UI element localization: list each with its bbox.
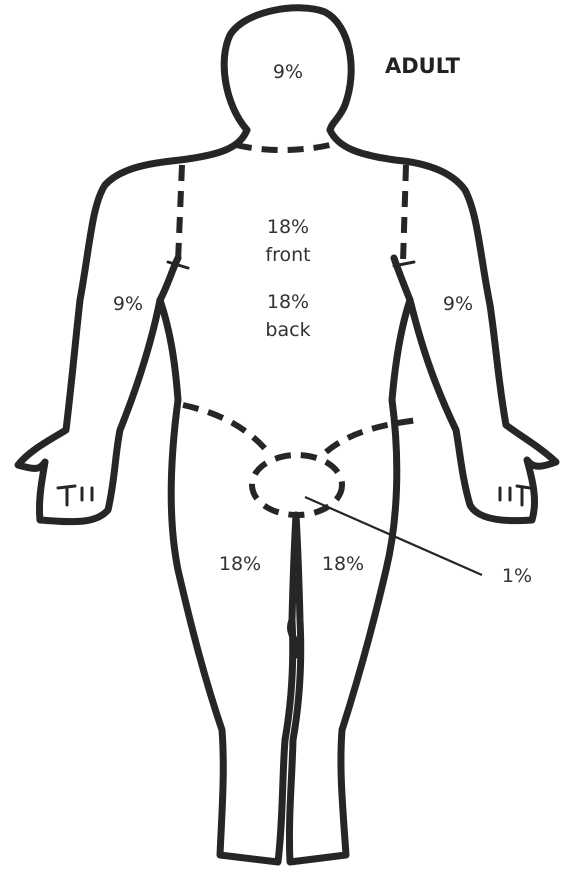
neck-divider bbox=[236, 143, 338, 150]
diagram-title: ADULT bbox=[385, 54, 461, 78]
right-shoulder-divider bbox=[403, 165, 406, 262]
label-left-arm: 9% bbox=[113, 293, 143, 315]
body-outline bbox=[18, 8, 556, 862]
label-right-leg: 18% bbox=[322, 553, 364, 575]
right-side-outline bbox=[289, 130, 556, 862]
left-groin-divider bbox=[183, 405, 268, 452]
label-trunk-back-value: 18% bbox=[267, 291, 309, 313]
label-trunk-front-word: front bbox=[265, 244, 310, 266]
label-trunk-front-value: 18% bbox=[267, 216, 309, 238]
label-left-leg: 18% bbox=[219, 553, 261, 575]
genital-region-circle bbox=[252, 455, 342, 515]
left-shoulder-divider bbox=[178, 165, 182, 262]
left-hand-fingers bbox=[58, 486, 92, 505]
label-genitals: 1% bbox=[502, 565, 532, 587]
label-head: 9% bbox=[273, 61, 303, 83]
label-trunk-back-word: back bbox=[265, 319, 310, 341]
right-hand-fingers bbox=[500, 486, 530, 505]
right-groin-divider bbox=[326, 420, 418, 452]
label-right-arm: 9% bbox=[443, 293, 473, 315]
